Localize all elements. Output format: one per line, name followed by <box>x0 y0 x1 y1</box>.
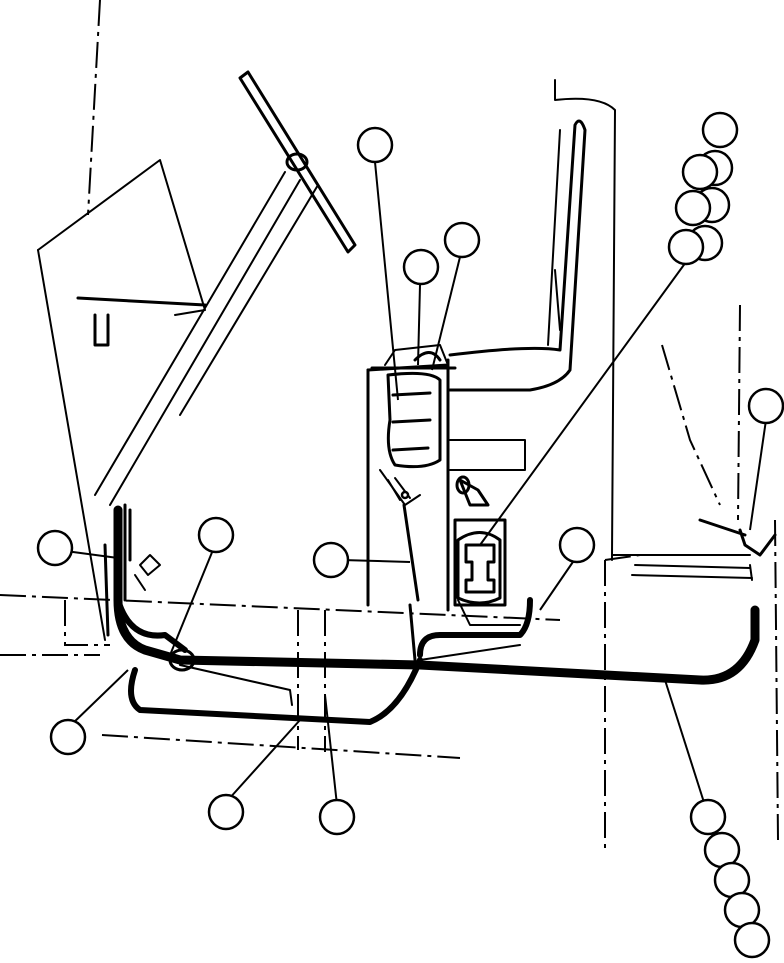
callout-bubble <box>747 387 784 425</box>
right-harness-branch <box>417 597 533 661</box>
lower-harness <box>128 503 423 725</box>
leader-lines <box>57 161 767 816</box>
dashboard-panel <box>37 159 207 641</box>
callout-bubble <box>402 248 440 286</box>
seat <box>448 119 587 471</box>
motor-housing <box>631 518 777 581</box>
callout-bubble <box>356 126 394 164</box>
callout-bubble <box>558 526 596 564</box>
callout-bubble <box>674 189 712 227</box>
control-pedestal <box>366 344 490 612</box>
reference-lines <box>0 0 779 850</box>
steering-wheel <box>94 70 357 506</box>
callout-bubble <box>312 541 350 579</box>
callout-bubble <box>318 798 356 836</box>
left-harness <box>103 503 760 685</box>
callout-bubble <box>681 153 719 191</box>
callout-bubble <box>207 793 245 831</box>
callout-bubble <box>197 516 235 554</box>
callout-bubble <box>49 718 87 756</box>
callout-bubble <box>701 111 739 149</box>
callout-bubble <box>689 798 727 836</box>
callout-bubble <box>443 221 481 259</box>
callout-bubble <box>36 529 74 567</box>
controller-unit <box>453 518 507 607</box>
callout-bubble <box>667 228 705 266</box>
callout-bubble <box>733 921 771 959</box>
callouts <box>36 111 784 959</box>
cab-wall <box>554 79 751 561</box>
